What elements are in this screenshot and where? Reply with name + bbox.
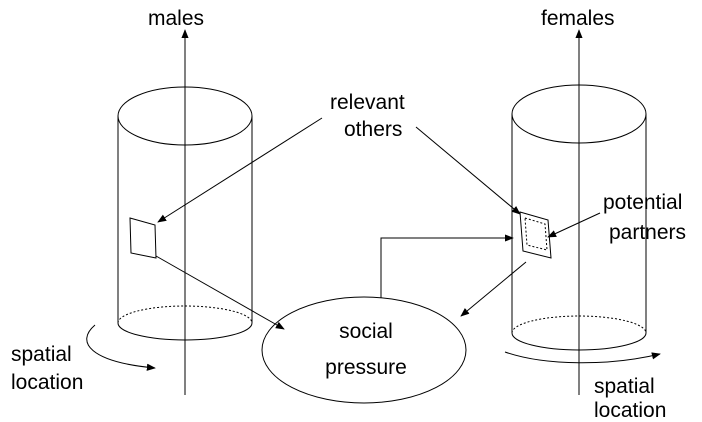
spatial-location-right-label-line1: spatial <box>594 375 655 398</box>
social-pressure-label-line1: social <box>339 320 393 343</box>
relevant-others-label-line2: others <box>344 118 402 141</box>
relevant-others-to-males-arrow <box>157 117 323 223</box>
females-cylinder-bottom-hidden <box>511 315 647 334</box>
relevant-others-label-line1: relevant <box>330 91 405 114</box>
spatial-location-right-label-line2: location <box>594 399 666 422</box>
spatial-location-left-label-line2: location <box>11 371 83 394</box>
social-pressure-label-line2: pressure <box>325 356 407 379</box>
males-patch-to-social-pressure-arrow <box>155 255 285 330</box>
relevant-others-patch <box>129 217 157 259</box>
females-patch-to-social-pressure-arrow <box>460 261 527 317</box>
potential-partners-label-line1: potential <box>603 191 682 214</box>
spatial-location-left-arrow <box>86 324 156 371</box>
spatial-location-right-arrow <box>504 351 661 364</box>
potential-partners-pointer-arrow <box>547 212 601 238</box>
potential-partners-patch <box>519 211 552 259</box>
social-pressure-ellipse <box>261 296 467 404</box>
social-pressure-feedback-arrow <box>380 234 514 298</box>
males-cylinder-bottom-hidden <box>117 305 253 324</box>
relevant-others-to-females-arrow <box>415 126 521 215</box>
spatial-location-left-label-line1: spatial <box>11 343 72 366</box>
males-label: males <box>148 7 204 30</box>
potential-partners-label-line2: partners <box>609 221 686 244</box>
females-label: females <box>541 7 615 30</box>
potential-partners-subset <box>524 217 548 251</box>
